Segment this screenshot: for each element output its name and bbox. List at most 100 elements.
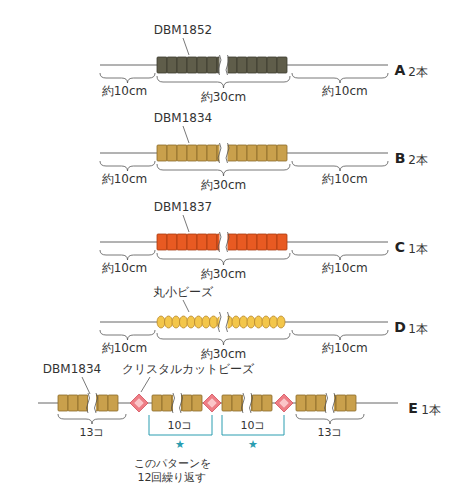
strand-count: 2本 [408,153,428,168]
break-line [226,143,229,163]
cube-bead [177,145,187,161]
cube-bead [267,234,277,250]
cube-bead [98,395,108,411]
cube-bead [257,145,267,161]
cube-bead [167,57,177,73]
dimension-brace [157,333,290,345]
break-line [226,312,229,332]
strand-letter: B [395,150,406,168]
crystal-facet [134,398,144,408]
dimension-brace [292,73,388,83]
length-label: 約10cm [322,172,368,187]
break-line [218,312,221,332]
cube-bead [336,395,346,411]
cube-bead [222,395,232,411]
leader-line [183,126,189,143]
strand-count: 2本 [408,65,428,80]
strand-count: 1本 [421,403,441,418]
length-label: 約10cm [102,172,148,187]
cube-bead [227,57,237,73]
dimension-brace [296,414,364,424]
break-line [172,393,175,413]
cube-bead [227,145,237,161]
cube-bead [257,57,267,73]
length-label: 約10cm [102,341,148,356]
round-bead [172,316,180,328]
cube-bead [257,234,267,250]
leader-line [183,300,189,312]
repeat-star: ★ [248,438,258,452]
round-bead [187,316,195,328]
break-line [250,393,253,413]
count-label: 10コ [168,419,193,433]
break-line [218,143,221,163]
crystal-facet [279,398,289,408]
cube-bead [247,234,257,250]
dimension-brace [100,161,155,171]
break-line [95,393,98,413]
repeat-note: このパターンを 12回繰り返す [130,457,214,485]
round-bead [277,316,285,328]
cube-bead [197,57,207,73]
round-bead [270,316,278,328]
dimension-brace [58,414,126,424]
cube-bead [157,234,167,250]
cube-bead [277,145,287,161]
break-line [87,393,90,413]
round-bead [202,316,210,328]
round-bead [240,316,248,328]
length-label: 約30cm [201,90,247,105]
cube-bead [152,395,162,411]
cube-bead [227,234,237,250]
cube-bead [207,57,217,73]
cube-bead [182,395,192,411]
strand-letter: C [395,239,405,257]
leader-line [183,38,189,55]
round-bead [195,316,203,328]
round-bead [232,316,240,328]
dimension-brace [157,253,290,265]
bead-code: DBM1837 [154,200,212,215]
cube-bead [108,395,118,411]
cube-bead [346,395,356,411]
cube-bead [187,234,197,250]
cube-bead [306,395,316,411]
strand-count: 1本 [408,322,428,337]
cube-bead [192,395,202,411]
cube-bead [207,234,217,250]
repeat-star: ★ [175,438,185,452]
length-label: 約30cm [201,178,247,193]
break-line [226,232,229,252]
break-line [218,232,221,252]
cube-bead [237,57,247,73]
cube-bead [58,395,68,411]
cube-bead [157,145,167,161]
bead-code: 丸小ビーズ [153,285,213,300]
leader-line [141,377,150,392]
cube-bead [277,234,287,250]
strand-letter: A [395,62,406,80]
cube-bead [277,57,287,73]
dimension-brace [292,250,388,260]
dimension-brace [292,161,388,171]
leader-line [183,215,189,232]
repeat-bracket [222,415,284,435]
length-label: 約30cm [201,347,247,362]
bead-code: クリスタルカットビーズ [122,362,254,377]
cube-bead [262,395,272,411]
crystal-bead [203,394,221,412]
round-bead [157,316,165,328]
cube-bead [197,145,207,161]
break-line [218,55,221,75]
dimension-brace [100,250,155,260]
cube-bead [247,145,257,161]
cube-bead [177,234,187,250]
cube-bead [232,395,242,411]
cube-bead [157,57,167,73]
cube-bead [177,57,187,73]
break-line [333,393,336,413]
dimension-brace [100,73,155,83]
length-label: 約10cm [322,261,368,276]
